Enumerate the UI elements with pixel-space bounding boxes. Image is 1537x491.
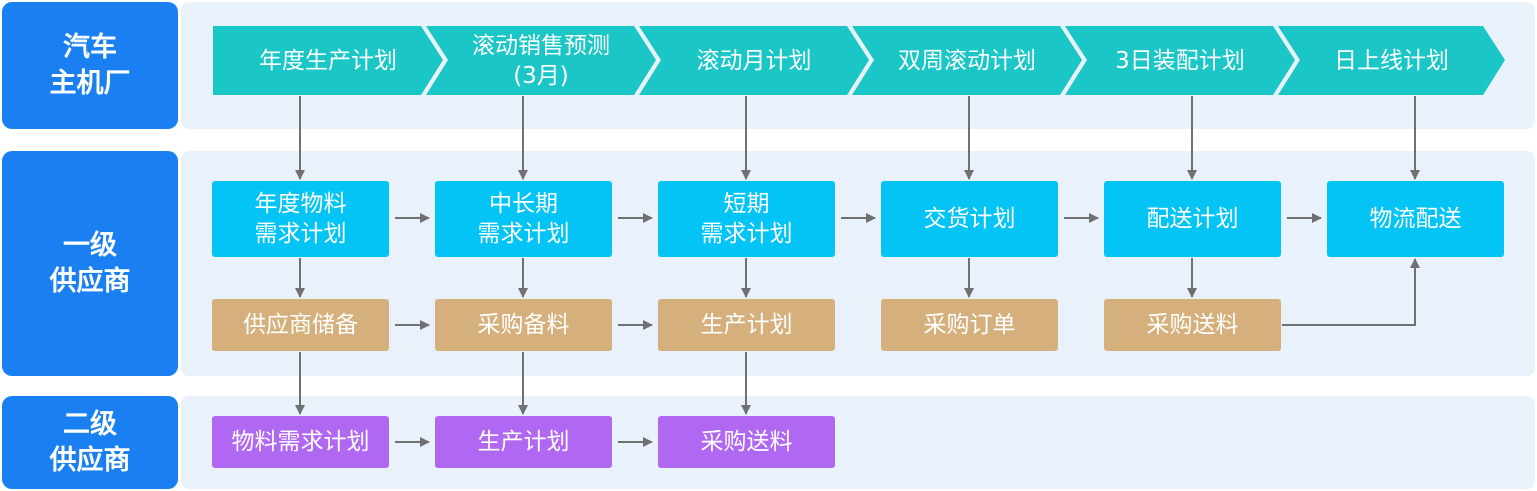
tier1-plan-distribution: 配送计划: [1104, 181, 1281, 257]
tier1-action-production-plan: 生产计划: [658, 299, 835, 351]
tier1-action-purchase-order: 采购订单: [881, 299, 1058, 351]
tier1-plan-short-term: 短期 需求计划: [658, 181, 835, 257]
oem-lane-band: [181, 2, 1535, 129]
tier2-production-plan: 生产计划: [435, 416, 612, 468]
tier2-material-requirement-plan: 物料需求计划: [212, 416, 389, 468]
tier1-plan-annual-material: 年度物料 需求计划: [212, 181, 389, 257]
tier1-action-procure-deliver: 采购送料: [1104, 299, 1281, 351]
tier2-procure-deliver: 采购送料: [658, 416, 835, 468]
tier1-plan-delivery: 交货计划: [881, 181, 1058, 257]
lane-label-oem: 汽车 主机厂: [2, 2, 178, 129]
tier1-action-supplier-reserve: 供应商储备: [212, 299, 389, 351]
tier1-plan-mid-long-term: 中长期 需求计划: [435, 181, 612, 257]
tier1-action-procure-stock: 采购备料: [435, 299, 612, 351]
lane-label-tier2: 二级 供应商: [2, 396, 178, 489]
lane-label-tier1: 一级 供应商: [2, 151, 178, 376]
tier1-plan-logistics: 物流配送: [1327, 181, 1504, 257]
